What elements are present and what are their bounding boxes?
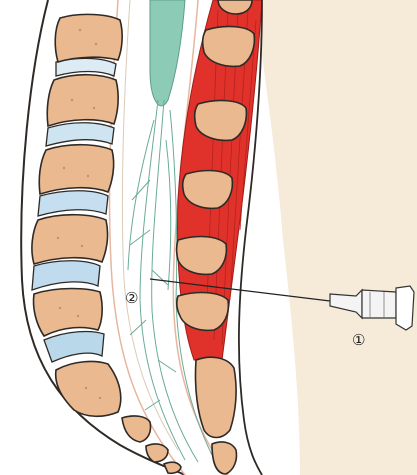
needle-hub-label: ① xyxy=(352,333,365,348)
spinal-cord xyxy=(150,0,185,106)
needle-cap xyxy=(396,286,414,330)
needle-tip-label: ② xyxy=(125,291,138,306)
needle-grip xyxy=(362,290,396,318)
back-skin-region xyxy=(255,0,417,475)
